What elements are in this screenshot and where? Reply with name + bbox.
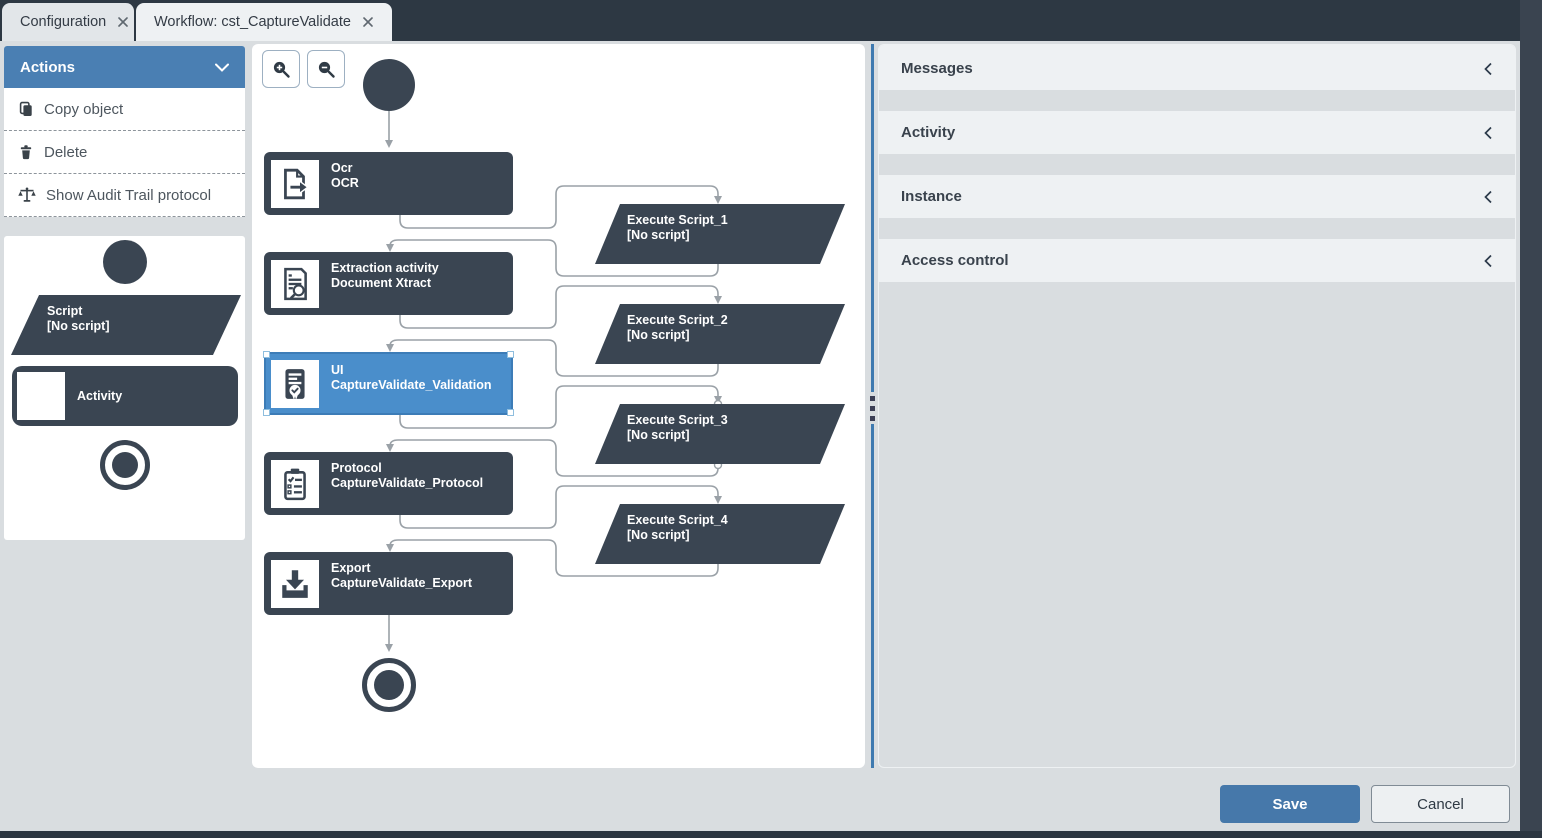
- tab-workflow-cst-capturevalidate[interactable]: Workflow: cst_CaptureValidate: [136, 3, 392, 41]
- palette-script-title: Script: [47, 304, 83, 318]
- palette-script-subtitle: [No script]: [47, 319, 110, 333]
- delete-action[interactable]: Delete: [4, 131, 245, 174]
- node-title: Protocol: [331, 461, 382, 475]
- section-messages[interactable]: Messages: [879, 47, 1515, 90]
- node-title: Export: [331, 561, 371, 575]
- copy-icon: [19, 101, 32, 116]
- section-divider: [879, 90, 1515, 111]
- script-execute-script-2[interactable]: Execute Script_2 [No script]: [595, 304, 845, 364]
- tab-label: Configuration: [20, 14, 107, 30]
- palette-start-event-shape[interactable]: [103, 240, 147, 284]
- end-event-inner-dot: [112, 452, 138, 478]
- script-title: Execute Script_3: [627, 413, 728, 427]
- node-export[interactable]: Export CaptureValidate_Export: [264, 552, 513, 615]
- tab-configuration[interactable]: Configuration: [2, 3, 134, 41]
- script-execute-script-1[interactable]: Execute Script_1 [No script]: [595, 204, 845, 264]
- tab-label: Workflow: cst_CaptureValidate: [154, 14, 351, 30]
- activity-icon-placeholder: [17, 372, 65, 420]
- chevron-down-icon: [215, 63, 229, 72]
- section-activity[interactable]: Activity: [879, 111, 1515, 154]
- action-label: Show Audit Trail protocol: [46, 186, 212, 204]
- palette-activity-label: Activity: [77, 389, 123, 403]
- script-title: Execute Script_4: [627, 513, 728, 527]
- node-subtitle: CaptureValidate_Protocol: [331, 476, 484, 490]
- selection-handle[interactable]: [507, 351, 514, 358]
- section-label: Instance: [901, 188, 962, 205]
- magnifier-minus-icon: [318, 61, 335, 78]
- clipboard-checklist-icon: [271, 459, 319, 508]
- close-icon[interactable]: [116, 15, 130, 29]
- close-icon[interactable]: [361, 15, 375, 29]
- show-audit-trail-action[interactable]: Show Audit Trail protocol: [4, 174, 245, 217]
- section-label: Access control: [901, 252, 1009, 269]
- node-subtitle: CaptureValidate_Validation: [331, 378, 492, 392]
- splitter-line: [871, 424, 874, 768]
- node-title: UI: [331, 363, 344, 377]
- zoom-out-button[interactable]: [307, 50, 345, 88]
- splitter-grip-icon[interactable]: [868, 396, 877, 421]
- chevron-left-icon[interactable]: [1484, 62, 1493, 76]
- scales-icon: [18, 187, 36, 202]
- node-subtitle: CaptureValidate_Export: [331, 576, 473, 590]
- selection-handle[interactable]: [507, 409, 514, 416]
- node-ui-capturevalidate-validation[interactable]: UI CaptureValidate_Validation: [263, 351, 514, 416]
- script-subtitle: [No script]: [627, 528, 690, 542]
- script-subtitle: [No script]: [627, 428, 690, 442]
- node-subtitle: OCR: [331, 176, 359, 190]
- validation-badge-icon: [271, 359, 319, 408]
- palette-script-shape[interactable]: Script [No script]: [11, 295, 241, 355]
- action-label: Copy object: [44, 100, 124, 118]
- start-event-node[interactable]: [363, 59, 415, 111]
- section-access-control[interactable]: Access control: [879, 239, 1515, 282]
- script-subtitle: [No script]: [627, 328, 690, 342]
- window-edge-right: [1520, 0, 1542, 838]
- section-divider: [879, 154, 1515, 175]
- script-title: Execute Script_1: [627, 213, 728, 227]
- script-title: Execute Script_2: [627, 313, 728, 327]
- selection-handle[interactable]: [263, 409, 270, 416]
- node-extraction-activity[interactable]: Extraction activity Document Xtract: [264, 252, 513, 315]
- extraction-document-icon: [271, 259, 319, 308]
- chevron-left-icon[interactable]: [1484, 126, 1493, 140]
- palette-activity-shape[interactable]: Activity: [12, 366, 238, 426]
- shape-palette: Script [No script] Activity: [4, 236, 245, 540]
- node-subtitle: Document Xtract: [331, 276, 432, 290]
- node-ocr[interactable]: Ocr OCR: [264, 152, 513, 215]
- actions-title: Actions: [20, 58, 76, 76]
- workflow-canvas[interactable]: Ocr OCR Extraction activity Document Xtr…: [252, 44, 865, 768]
- node-title: Extraction activity: [331, 261, 439, 275]
- section-instance[interactable]: Instance: [879, 175, 1515, 218]
- actions-panel: Actions Copy object Delete Show Audit Tr…: [4, 46, 245, 217]
- section-label: Activity: [901, 124, 956, 141]
- end-event-node[interactable]: [362, 658, 416, 712]
- splitter-line: [871, 44, 874, 392]
- trash-icon: [20, 145, 32, 160]
- chevron-left-icon[interactable]: [1484, 190, 1493, 204]
- chevron-left-icon[interactable]: [1484, 254, 1493, 268]
- export-tray-icon: [271, 559, 319, 608]
- section-divider: [879, 218, 1515, 239]
- zoom-in-button[interactable]: [262, 50, 300, 88]
- save-button[interactable]: Save: [1220, 785, 1360, 823]
- actions-header[interactable]: Actions: [4, 46, 245, 88]
- section-label: Messages: [901, 60, 973, 77]
- script-execute-script-3[interactable]: Execute Script_3 [No script]: [595, 404, 845, 464]
- ocr-document-icon: [271, 159, 319, 208]
- properties-panel: Messages Activity Instance Access contro…: [878, 44, 1516, 768]
- script-execute-script-4[interactable]: Execute Script_4 [No script]: [595, 504, 845, 564]
- end-event-inner-dot: [374, 670, 404, 700]
- palette-end-event-shape[interactable]: [100, 440, 150, 490]
- copy-object-action[interactable]: Copy object: [4, 88, 245, 131]
- panel-splitter[interactable]: [868, 44, 877, 768]
- selection-handle[interactable]: [263, 351, 270, 358]
- magnifier-plus-icon: [273, 61, 290, 78]
- script-subtitle: [No script]: [627, 228, 690, 242]
- node-title: Ocr: [331, 161, 353, 175]
- node-protocol[interactable]: Protocol CaptureValidate_Protocol: [264, 452, 513, 515]
- cancel-button[interactable]: Cancel: [1371, 785, 1510, 823]
- action-label: Delete: [44, 143, 88, 161]
- window-edge-bottom: [0, 831, 1542, 838]
